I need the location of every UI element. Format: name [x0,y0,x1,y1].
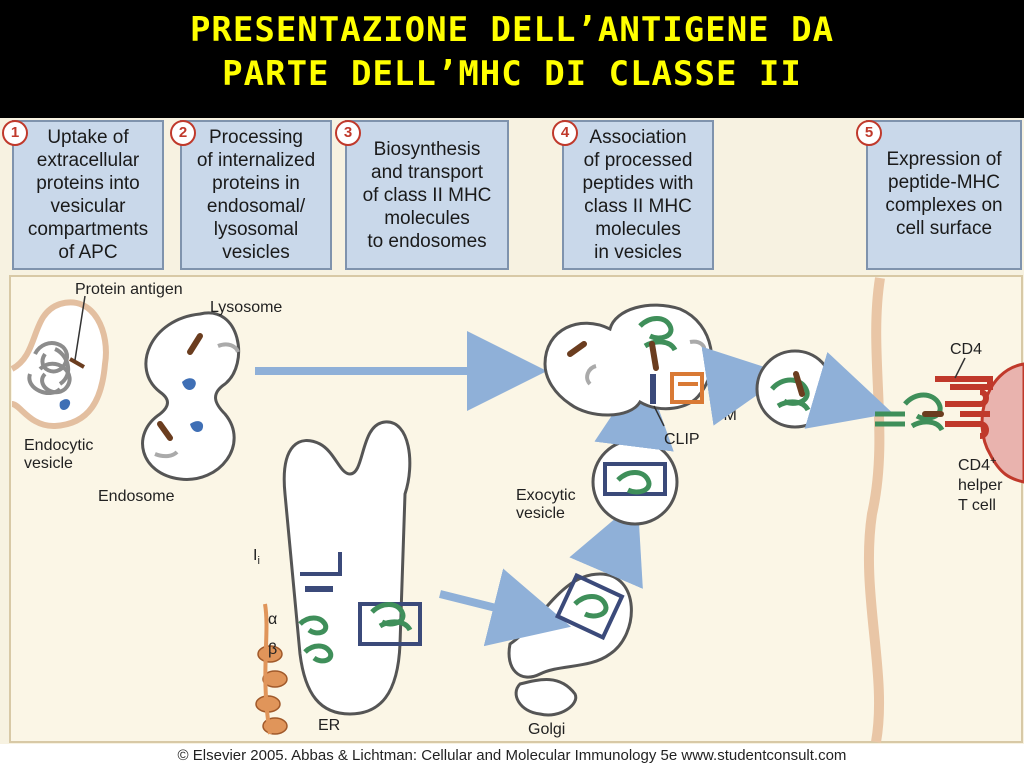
endoplasmic-reticulum [282,420,412,716]
golgi-lower-cisterna [514,678,578,717]
step-5-box: Expression of peptide-MHC complexes on c… [866,120,1022,270]
cd4-helper-t-cell-label-2: helper [958,477,1003,494]
step-2-box: Processing of internalized proteins in e… [180,120,332,270]
arrow-to-surface-vesicle [701,346,787,426]
exocytic-vesicle-label-1: Exocytic [516,487,576,504]
exocytic-vesicle-label-2: vesicle [516,505,565,522]
beta-chain-label: β [268,641,277,658]
step-5-text: Expression of peptide-MHC complexes on c… [885,149,1003,239]
apc-plasma-membrane [863,277,885,743]
slide-title: PRESENTAZIONE DELL’ANTIGENE DA PARTE DEL… [0,0,1024,118]
cd4-label: CD4 [950,341,982,358]
lysosome-contents [154,333,240,459]
step-2-number: 2 [170,120,196,146]
mhc-ii-in-golgi [554,572,625,641]
alpha-chain-label: α [268,611,277,628]
protein-antigen-pointer [74,295,86,361]
t-cell [980,362,1024,484]
cd4-pointer [954,357,966,379]
t-cell-receptor-cd4 [935,376,993,439]
er-membrane-strand [263,603,272,735]
lysosome-label: Lysosome [210,299,282,316]
step-3-number: 3 [335,120,361,146]
title-line-2: PARTE DELL’MHC DI CLASSE II [222,54,802,94]
step-1-text: Uptake of extracellular proteins into ve… [27,127,149,263]
step-1-number: 1 [2,120,28,146]
step-4-box: Association of processed peptides with c… [562,120,714,270]
copyright-footer: © Elsevier 2005. Abbas & Lichtman: Cellu… [0,744,1024,768]
step-2-text: Processing of internalized proteins in e… [196,127,316,263]
golgi-label: Golgi [528,721,565,738]
title-line-1: PRESENTAZIONE DELL’ANTIGENE DA [189,10,835,50]
endocytic-vesicle-label-1: Endocytic [24,437,93,454]
mhc-ii-invariant-chain-er [298,552,422,664]
antigen-fragment-blue [59,399,71,410]
arrow-er-to-golgi [439,568,572,647]
step-1-box: Uptake of extracellular proteins into ve… [12,120,164,270]
arrow-to-cell-surface [804,352,893,429]
surface-transport-vesicle [755,349,835,429]
endocytic-vesicle-label-2: vesicle [24,455,73,472]
clip-pointer [653,405,665,427]
arrow-golgi-to-exocytic-vesicle [569,499,643,589]
step-3-text: Biosynthesis and transport of class II M… [362,139,492,252]
step-3-box: Biosynthesis and transport of class II M… [345,120,509,270]
surface-peptide-mhc-complex [875,392,945,432]
er-label: ER [318,717,340,734]
clip-label: CLIP [664,431,700,448]
cd4-helper-t-cell-label-3: T cell [958,497,996,514]
invariant-chain-label: Ii [253,547,260,567]
cd4-helper-t-cell-label-1: CD4+ [958,455,996,474]
antigen-presentation-illustration: Protein antigen Endocytic vesicle Lysoso… [9,275,1024,743]
dm-label: DM [712,407,737,424]
mhc-ii-in-exocytic-vesicle [603,462,667,496]
peptide-fragment [69,357,85,369]
protein-antigen-tangle [27,341,72,395]
step-4-number: 4 [552,120,578,146]
step-4-text: Association of processed peptides with c… [582,127,694,263]
diagram-panel: Uptake of extracellular proteins into ve… [0,118,1024,744]
protein-antigen-label: Protein antigen [75,281,183,298]
step-5-number: 5 [856,120,882,146]
endosome-label: Endosome [98,488,175,505]
